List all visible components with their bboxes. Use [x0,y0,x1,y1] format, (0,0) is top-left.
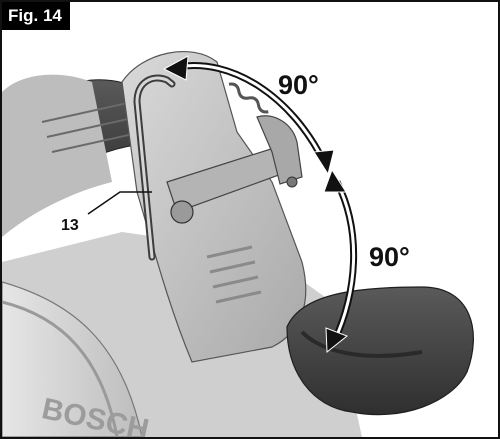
handle-grip-ridges [41,101,143,153]
angle-label-right: 90° [369,242,410,272]
angle-label-top: 90° [278,70,319,100]
front-knob-shadow [300,330,423,358]
blade-guard-inner [2,300,119,437]
double-headed-rotation-arrow-inner-2 [332,181,356,343]
double-headed-rotation-arrow-inner [176,64,326,163]
handle-screw [286,176,298,188]
reference-number: 13 [58,217,82,235]
arrowhead-right-top [323,168,347,193]
callout-leader-line [87,191,152,215]
lever-wire-highlight [135,76,174,259]
figure-label: Fig. 14 [2,2,70,30]
arrowhead-top-right [313,149,335,176]
handle-knob [170,200,194,224]
front-knob-handle [286,286,474,416]
spring-coil [228,82,269,114]
housing-vent-slots [206,245,262,304]
arrowhead-right-bottom [325,327,348,354]
main-handle-body [2,74,112,237]
arrowhead-top-left [162,55,189,81]
